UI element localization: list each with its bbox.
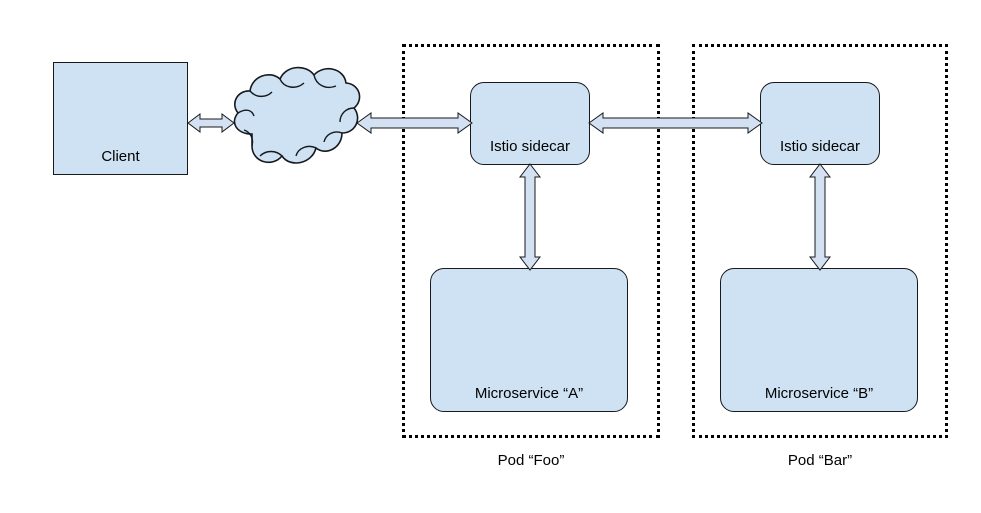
pod-foo-caption: Pod “Foo” xyxy=(497,452,565,469)
istio-sidecar-foo-node[interactable]: Istio sidecar xyxy=(470,82,590,165)
connector-sidecar-foo-microservice-a xyxy=(518,163,542,271)
client-node[interactable]: Client xyxy=(53,62,188,175)
client-node-label: Client xyxy=(101,147,140,165)
istio-sidecar-bar-node[interactable]: Istio sidecar xyxy=(760,82,880,165)
istio-sidecar-bar-label: Istio sidecar xyxy=(779,137,861,155)
cloud-node[interactable] xyxy=(226,58,364,178)
microservice-b-label: Microservice “B” xyxy=(764,384,874,402)
istio-sidecar-foo-label: Istio sidecar xyxy=(489,137,571,155)
connector-sidecar-foo-sidecar-bar xyxy=(588,112,763,134)
pod-bar-boundary xyxy=(692,44,948,438)
microservice-a-node[interactable]: Microservice “A” xyxy=(430,268,628,412)
pod-bar-caption: Pod “Bar” xyxy=(787,452,853,469)
cloud-icon xyxy=(233,66,361,164)
microservice-a-label: Microservice “A” xyxy=(474,384,584,402)
connector-sidecar-bar-microservice-b xyxy=(808,163,832,271)
connector-client-cloud xyxy=(187,113,235,133)
pod-foo-boundary xyxy=(402,44,660,438)
microservice-b-node[interactable]: Microservice “B” xyxy=(720,268,918,412)
connector-cloud-sidecar-foo xyxy=(356,112,473,134)
